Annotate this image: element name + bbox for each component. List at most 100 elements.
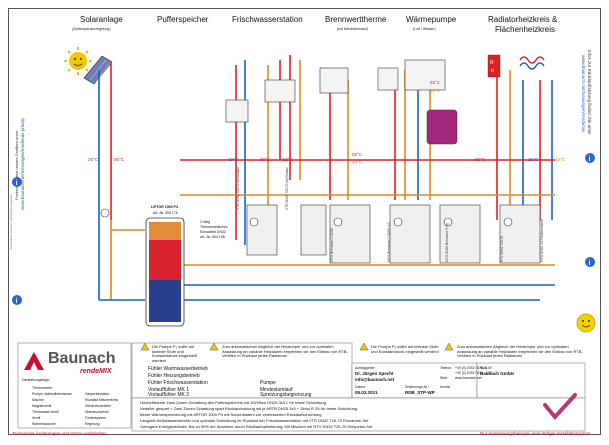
icon-legend-5: Thermostat-Ventil	[32, 410, 59, 414]
info-icon-right[interactable]: i	[585, 153, 595, 163]
module-radiator	[439, 204, 481, 264]
tb-label-date: Datum:	[355, 385, 366, 389]
module-label-1: VTR DN32 T20-70 mit Einsatz	[236, 167, 240, 210]
info-icon-left[interactable]: i	[12, 177, 22, 187]
title-block-right	[476, 362, 586, 399]
tb-label-web: Web:	[440, 376, 448, 380]
note-pump-p2: Die Pumpe P₂ sollte auf kleinste Stufe u…	[152, 344, 197, 363]
bottom-note-4: Langzeit-Heißwasserbereiter und optimale…	[140, 418, 369, 423]
legend-symbol-p: Pumpe	[260, 380, 276, 386]
module-label-6: RTV DN32 T20-70	[500, 235, 504, 262]
temp-wp-return: 40°C	[430, 88, 441, 93]
tank-label: LIPTOR 1000 P4	[151, 205, 178, 209]
tb-label-mail: Mail:	[480, 366, 488, 370]
legend-entry-5: Vorlauffühler MK 2	[148, 392, 190, 398]
svg-text:i: i	[589, 156, 591, 163]
bottom-note-1: Hocheffiziente Zwei-Zonen-Schaltung des …	[140, 400, 326, 405]
tb-email: info@baunach.net	[355, 377, 395, 382]
title-block	[351, 362, 478, 399]
thermo-label-4: Art.-Nr. 904 108	[200, 235, 225, 239]
temp-rad-return: 25°C	[528, 157, 539, 162]
checkmark-icon	[543, 393, 577, 421]
temp-flaeche: 40°C	[555, 157, 566, 162]
tb-label-client: Auftraggeber:	[355, 366, 376, 370]
tb-label-drawing: Zeichnungs-Nr.:	[405, 385, 429, 389]
sensor-legend-box	[131, 342, 353, 399]
fws-top-box	[264, 79, 296, 103]
notes-box	[131, 397, 586, 432]
footer-left: Technische Änderungen und Irrtum vorbeha…	[12, 431, 107, 436]
legend-entry-4: Vorlauffühler MK 1	[148, 387, 190, 393]
icon-legend-r1: Hauptzirkulation	[85, 392, 110, 396]
icon-legend-2: Pumpe rücklaufbeimischer	[32, 392, 72, 396]
tank-part-no: Art.-Nr. 306 176	[153, 211, 178, 215]
temp-bw-flow: 55°C	[352, 152, 363, 157]
temp-bw-return: 40°C	[352, 160, 363, 165]
header-pufferspeicher: Pufferspeicher	[157, 15, 209, 24]
svg-text:i: i	[589, 260, 591, 267]
tb-drawn-by: Baunach GmbH	[480, 371, 514, 376]
note-rtb-2: Zum automatischen Abgleich der Heizkörpe…	[457, 344, 583, 358]
tb-label-customer: Kunde:	[440, 385, 451, 389]
tb-phone-2: +49 (0) 2033 / 875 - 170	[455, 371, 492, 375]
icon-legend-r4: Überdruckventil	[85, 410, 109, 414]
bottom-note-5: Geringere Energieverluste: Bis zu 90% de…	[140, 424, 373, 429]
solar-collector-icon	[83, 55, 113, 85]
module-label-3: MTG Brennwert 1 DN32	[330, 227, 334, 262]
sun-icon	[64, 47, 92, 75]
module-fws	[246, 204, 278, 256]
thermo-label-3: Einsatzteil DN32	[200, 230, 226, 234]
module-label-5: MTG DN32 Brennwert 3 eg	[445, 223, 449, 262]
icon-legend-r3: Heizkreisverteiler	[85, 404, 112, 408]
module-bw-2	[300, 204, 327, 256]
pump-flaeche	[503, 217, 513, 227]
pump-solar	[100, 208, 110, 218]
bottom-note-2: Verteiler gespart + Zwei-Zonen-Schaltung…	[140, 406, 358, 411]
tb-date: 05.03.2021	[355, 390, 378, 395]
boiler-icon	[319, 67, 349, 94]
subheader-waermepumpe: (Luft / Wasser)	[413, 27, 436, 31]
fws-heat-exchanger	[225, 99, 249, 123]
icon-legend-1: Thermometer	[32, 386, 53, 390]
buffer-tank	[145, 217, 185, 327]
note-pump-p3: Die Pumpe P₃ sollte auf kleinste Stufe u…	[371, 344, 439, 354]
icon-legend-r2: Rücklauf Mischerkreis	[85, 398, 119, 402]
tb-designer: Dr. Jürgen Specht	[355, 371, 394, 376]
module-label-7: MTG DN32 4.0 Festbrennstoff	[540, 219, 544, 262]
module-waermepumpe	[389, 204, 431, 264]
module-label-2: VTR DN25 T20-70 mit Einsatz	[285, 167, 289, 210]
subheader-brennwerttherme: (mit Mindestumlauf)	[337, 27, 368, 31]
tb-drawing-no: RDB_STP-WP	[405, 390, 435, 395]
icon-legend-r5: Fördersystem	[85, 416, 106, 420]
module-flaeche	[499, 204, 541, 264]
legend-entry-2: Fühler Heizungsbetrieb	[148, 373, 200, 379]
svg-text:R: R	[490, 60, 494, 66]
header-waermepumpe: Wärmepumpe	[406, 15, 457, 24]
header-brennwerttherme: Brennwerttherme	[325, 15, 387, 24]
tb-label-phone: Telefon:	[440, 366, 452, 370]
svg-text:i: i	[16, 298, 18, 305]
footer-right: Nur Anwendungsbeispiel, kein fertiger In…	[480, 431, 591, 436]
smiley-icon	[576, 313, 596, 333]
warning-icons	[140, 342, 454, 351]
pump-fws	[249, 217, 259, 227]
tb-website[interactable]: www.baunach.net	[455, 376, 482, 380]
temp-wp-flow: 55°C	[430, 80, 441, 85]
icon-legend-6: Ventil	[32, 416, 41, 420]
baunach-logo-icon	[24, 352, 44, 370]
temp-fws-hot: 60°C	[260, 157, 271, 162]
buffer-vessel-icon	[426, 109, 458, 145]
icon-legend-7: Wärmetauscher	[32, 422, 56, 426]
legend-entry-3: Fühler Frischwasserstation	[148, 380, 208, 386]
temp-solar-return: 25°C	[88, 157, 99, 162]
info-icon-right-2[interactable]: i	[585, 257, 595, 267]
hp-outdoor-unit	[377, 67, 399, 91]
header-radiatorheizkreis: Radiatorheizkreis &	[488, 15, 558, 24]
temp-rad-flow: 55°C	[475, 157, 486, 162]
tb-phone-1: +49 (0) 2033 / 875 - 139	[455, 366, 492, 370]
info-icon-left-2[interactable]: i	[12, 295, 22, 305]
temp-fws-cold: 10°C	[228, 157, 239, 162]
note-rtb-1: Zum automatischen Abgleich der Heizkörpe…	[222, 344, 348, 358]
legend-subtitle: rendeMIX	[80, 368, 112, 375]
